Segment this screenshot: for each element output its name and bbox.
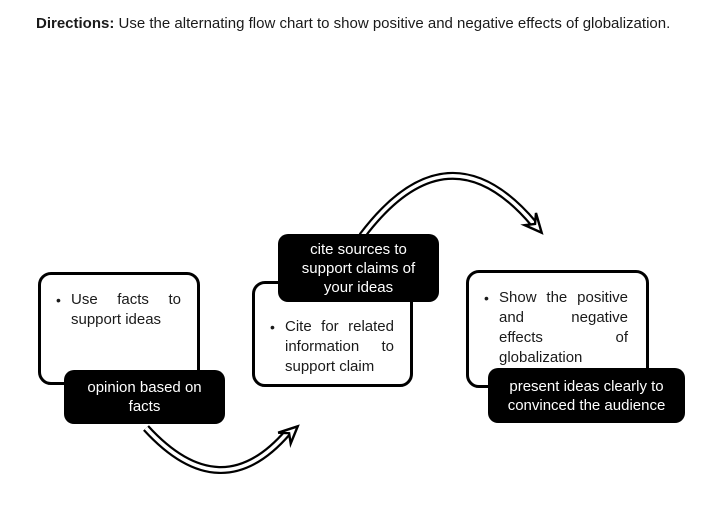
arrow-arc-gap bbox=[360, 174, 536, 238]
arrow-arc-gap bbox=[144, 426, 290, 472]
step-1-tag-box: opinion based on facts bbox=[64, 370, 225, 424]
step-1-note-box: • Use facts to support ideas bbox=[38, 272, 200, 385]
directions-body: Use the alternating flow chart to show p… bbox=[118, 15, 671, 32]
step-1-note-text: Use facts to support ideas bbox=[71, 291, 181, 328]
step-2-note: • Cite for related information to suppor… bbox=[255, 284, 410, 383]
bullet-icon: • bbox=[270, 319, 275, 335]
arrowhead bbox=[520, 212, 544, 235]
step-1-tag-text: opinion based on facts bbox=[87, 379, 202, 415]
step-2-note-text: Cite for related information to support … bbox=[285, 318, 394, 375]
step-1-note: • Use facts to support ideas bbox=[41, 275, 197, 336]
step-2-tag-text: cite sources to support claims of your i… bbox=[301, 240, 416, 296]
arrowhead bbox=[277, 424, 300, 448]
step-3-tag-box: present ideas clearly to convinced the a… bbox=[488, 368, 685, 423]
bullet-icon: • bbox=[484, 290, 489, 306]
arrow-arc bbox=[143, 425, 292, 474]
arrow-arc bbox=[358, 172, 538, 239]
step-3-note: • Show the positive and negative effects… bbox=[469, 273, 646, 374]
step-2-tag-box: cite sources to support claims of your i… bbox=[278, 234, 439, 302]
curved-arrow-down-right-icon bbox=[358, 172, 544, 239]
curved-arrow-up-right-icon bbox=[143, 424, 300, 474]
directions-label: Directions: bbox=[36, 15, 115, 32]
step-3-note-text: Show the positive and negative effects o… bbox=[499, 289, 628, 366]
directions-paragraph: Directions: Use the alternating flow cha… bbox=[36, 13, 691, 35]
bullet-icon: • bbox=[56, 292, 61, 308]
step-3-tag-text: present ideas clearly to convinced the a… bbox=[507, 377, 666, 414]
